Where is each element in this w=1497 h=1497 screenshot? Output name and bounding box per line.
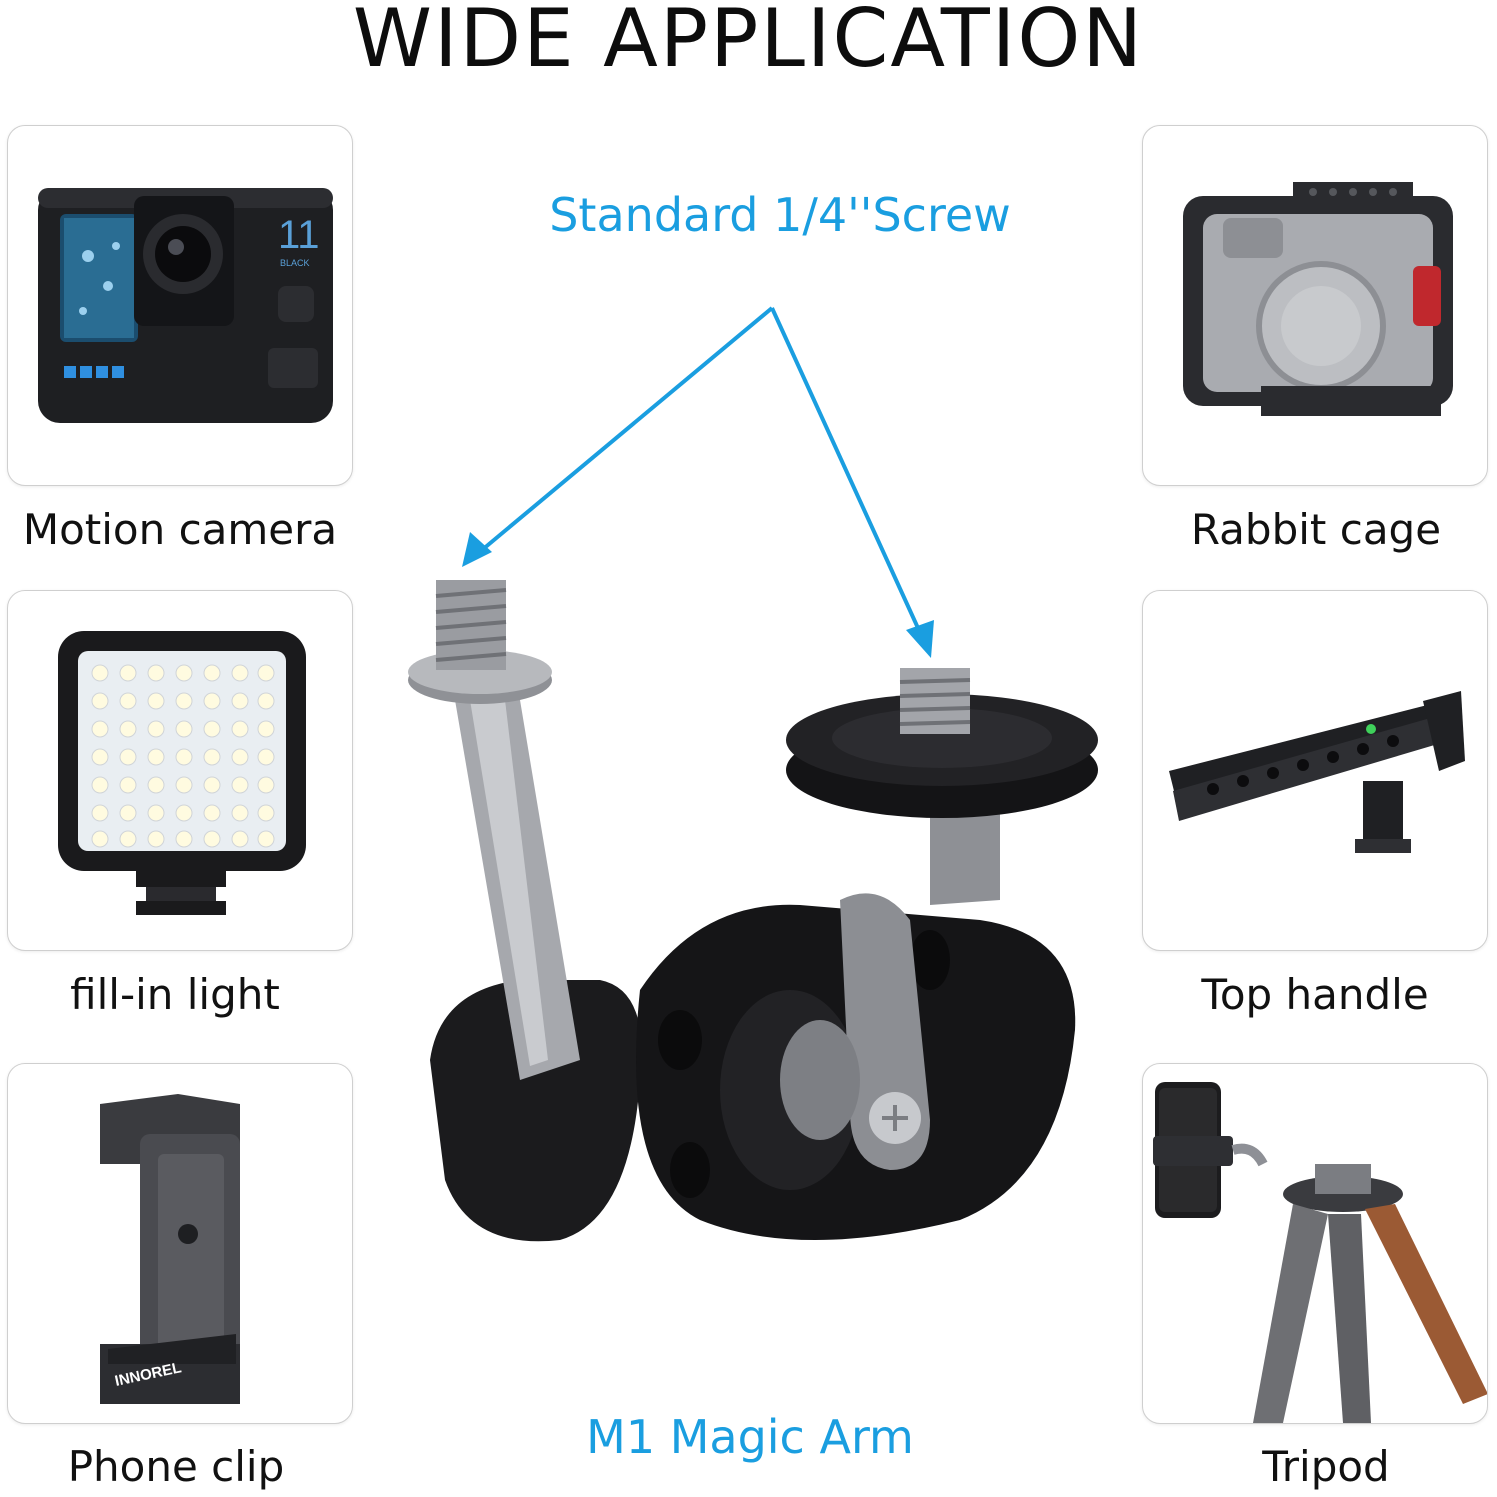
led-light-icon xyxy=(58,631,306,915)
phone-clip-card: INNOREL xyxy=(7,1063,353,1424)
arrow-head-right xyxy=(906,620,934,658)
phone-clip-icon: INNOREL xyxy=(100,1094,240,1404)
top-handle-icon xyxy=(1169,691,1465,853)
action-camera-icon: 11 BLACK xyxy=(38,188,333,423)
top-handle-card xyxy=(1142,590,1488,951)
arrow-head-left xyxy=(462,532,492,567)
phone-clip-caption: Phone clip xyxy=(67,1442,285,1491)
motion-camera-card: 11 BLACK xyxy=(7,125,353,486)
rabbit-cage-caption: Rabbit cage xyxy=(1190,505,1442,554)
page-title: WIDE APPLICATION xyxy=(352,0,1145,85)
left-rod xyxy=(408,580,580,1080)
camera-badge-sub: BLACK xyxy=(280,258,310,268)
tripod-caption: Tripod xyxy=(1262,1442,1390,1491)
motion-camera-caption: Motion camera xyxy=(22,505,338,554)
fill-light-card xyxy=(7,590,353,951)
fill-light-caption: fill-in light xyxy=(70,970,280,1019)
right-knob xyxy=(786,668,1098,905)
screw-label: Standard 1/4''Screw xyxy=(549,188,1011,242)
tripod-icon: INNOREL xyxy=(1153,1082,1487,1423)
tripod-card: INNOREL xyxy=(1142,1063,1488,1424)
tripod-brand: INNOREL xyxy=(1300,1342,1327,1407)
rabbit-cage-card xyxy=(1142,125,1488,486)
lock-lever xyxy=(780,893,930,1170)
top-handle-caption: Top handle xyxy=(1201,970,1429,1019)
magic-arm-illustration xyxy=(408,306,1098,1242)
camera-cage-icon xyxy=(1183,182,1453,416)
arrow-lines xyxy=(468,306,930,651)
camera-badge: 11 xyxy=(278,213,320,257)
product-label: M1 Magic Arm xyxy=(586,1410,914,1464)
